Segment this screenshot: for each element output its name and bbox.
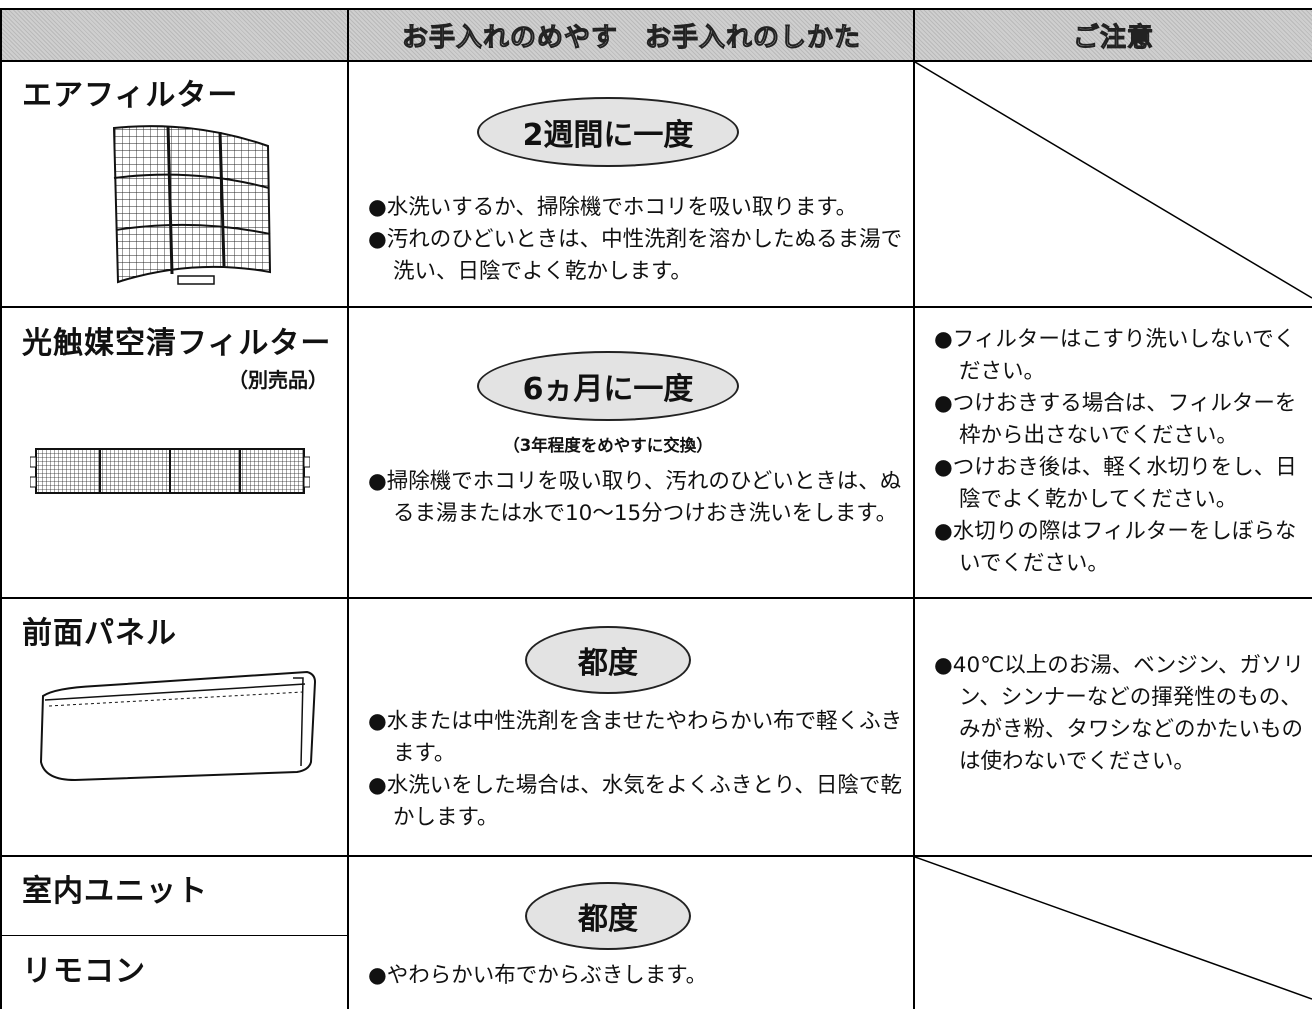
row-divider-4-item-only bbox=[0, 935, 348, 936]
photocatalyst-filter-icon bbox=[30, 448, 310, 494]
row4-frequency-badge: 都度 bbox=[525, 882, 691, 950]
row1-method-line2: ●汚れのひどいときは、中性洗剤を溶かしたぬるま湯で洗い、日陰でよく乾かします。 bbox=[368, 227, 903, 284]
not-applicable-diagonal-row4 bbox=[915, 857, 1312, 1000]
front-panel-icon bbox=[39, 670, 317, 782]
row2-caution: ●フィルターはこすり洗いしないでください。 ●つけおきする場合は、フィルターを枠… bbox=[934, 324, 1306, 580]
column-divider-1 bbox=[347, 8, 349, 1009]
not-applicable-diagonal-row1 bbox=[915, 62, 1312, 299]
row2-title: 光触媒空清フィルター bbox=[22, 326, 332, 361]
row1-method: ●水洗いするか、掃除機でホコリを吸い取ります。 ●汚れのひどいときは、中性洗剤を… bbox=[368, 192, 908, 288]
row3-caution-line1: ●40℃以上のお湯、ベンジン、ガソリン、シンナーなどの揮発性のもの、みがき粉、タ… bbox=[934, 653, 1304, 774]
header-item-column bbox=[0, 9, 348, 61]
header-method-column: お手入れのめやす お手入れのしかた bbox=[349, 9, 914, 61]
row2-caution-line4: ●水切りの際はフィルターをしぼらないでください。 bbox=[934, 519, 1297, 576]
row2-badge-note: （3年程度をめやすに交換） bbox=[503, 436, 713, 455]
row2-subtitle: （別売品） bbox=[228, 368, 328, 392]
table-top-border bbox=[0, 8, 1312, 10]
row3-method-line2: ●水洗いをした場合は、水気をよくふきとり、日陰で乾かします。 bbox=[368, 773, 902, 830]
row2-caution-line1: ●フィルターはこすり洗いしないでください。 bbox=[934, 327, 1296, 384]
row1-title: エアフィルター bbox=[22, 78, 239, 113]
row3-method: ●水または中性洗剤を含ませたやわらかい布で軽くふきます。 ●水洗いをした場合は、… bbox=[368, 706, 908, 834]
row4-method-line1: ●やわらかい布でからぶきします。 bbox=[368, 963, 708, 988]
header-bottom-border bbox=[0, 60, 1312, 62]
row-divider-3 bbox=[0, 855, 1312, 857]
row2-frequency-badge: 6ヵ月に一度 bbox=[477, 351, 739, 421]
row3-title: 前面パネル bbox=[22, 616, 177, 651]
row2-caution-line3: ●つけおき後は、軽く水切りをし、日陰でよく乾かしてください。 bbox=[934, 455, 1297, 512]
row4-title: 室内ユニット bbox=[22, 874, 208, 909]
row4-title2: リモコン bbox=[22, 954, 146, 989]
row-divider-2 bbox=[0, 597, 1312, 599]
row-divider-1 bbox=[0, 306, 1312, 308]
row1-method-line1: ●水洗いするか、掃除機でホコリを吸い取ります。 bbox=[368, 195, 858, 220]
row1-frequency-badge: 2週間に一度 bbox=[477, 97, 739, 167]
table-left-border bbox=[0, 8, 2, 1009]
row2-method: ●掃除機でホコリを吸い取り、汚れのひどいときは、ぬるま湯または水で10〜15分つ… bbox=[368, 466, 908, 530]
header-caution-column: ご注意 bbox=[915, 9, 1312, 61]
row3-caution: ●40℃以上のお湯、ベンジン、ガソリン、シンナーなどの揮発性のもの、みがき粉、タ… bbox=[934, 650, 1306, 778]
column-divider-2 bbox=[913, 8, 915, 1009]
row3-frequency-badge: 都度 bbox=[525, 626, 691, 694]
row3-method-line1: ●水または中性洗剤を含ませたやわらかい布で軽くふきます。 bbox=[368, 709, 903, 766]
row2-method-line1: ●掃除機でホコリを吸い取り、汚れのひどいときは、ぬるま湯または水で10〜15分つ… bbox=[368, 469, 902, 526]
row2-caution-line2: ●つけおきする場合は、フィルターを枠から出さないでください。 bbox=[934, 391, 1297, 448]
row4-method: ●やわらかい布でからぶきします。 bbox=[368, 960, 908, 992]
air-filter-icon bbox=[112, 125, 272, 285]
